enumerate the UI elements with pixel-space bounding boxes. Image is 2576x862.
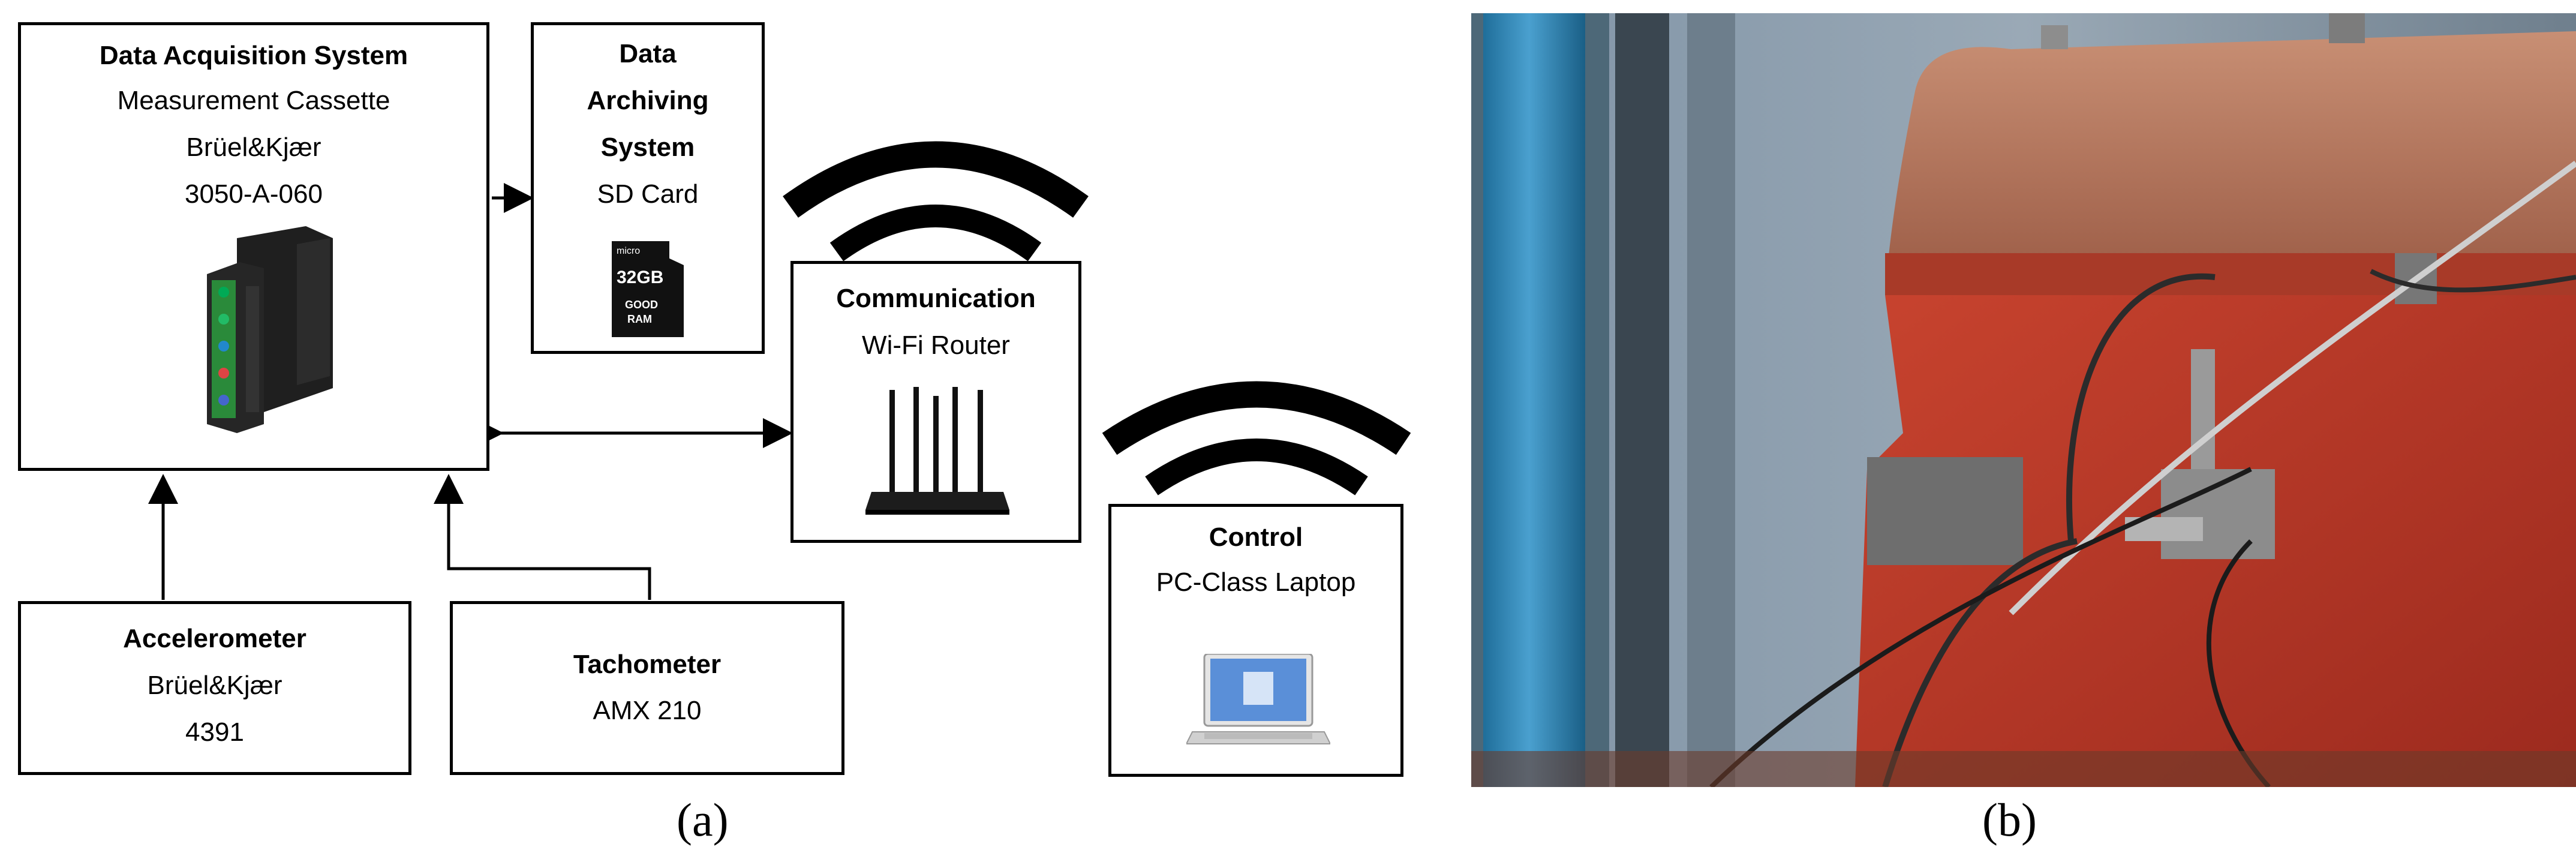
- accelerometer-box: Accelerometer Brüel&Kjær 4391: [18, 601, 411, 775]
- panel-b-label: (b): [1982, 794, 2037, 846]
- sd-card-brand-top: GOOD: [625, 299, 659, 311]
- panel-a-label: (a): [677, 794, 729, 846]
- sd-card-micro-text: micro: [617, 246, 641, 256]
- control-box: Control PC-Class Laptop: [1108, 504, 1403, 777]
- tachometer-box: Tachometer AMX 210: [450, 601, 844, 775]
- daq-box: Data Acquisition System Measurement Cass…: [18, 22, 489, 471]
- accelerometer-line2: 4391: [185, 717, 244, 747]
- tachometer-title: Tachometer: [573, 650, 722, 679]
- sd-card-brand-bottom: RAM: [627, 313, 652, 325]
- archiving-title-1: Data: [619, 39, 677, 68]
- wifi-signal-icon-laptop: [1102, 381, 1411, 495]
- wifi-router-icon: [865, 387, 1009, 515]
- communication-subtitle: Wi-Fi Router: [862, 331, 1010, 360]
- daq-line3: 3050-A-060: [185, 179, 323, 209]
- sd-card-icon: micro 32GB GOOD RAM: [612, 241, 684, 337]
- archiving-title-3: System: [600, 133, 695, 162]
- daq-line1: Measurement Cassette: [117, 86, 390, 115]
- archiving-subtitle: SD Card: [597, 179, 699, 209]
- archiving-title-2: Archiving: [587, 86, 709, 115]
- communication-title: Communication: [836, 284, 1036, 313]
- laptop-icon: [1186, 654, 1330, 744]
- arrow-tachometer-to-daq: [434, 474, 651, 600]
- sd-card-capacity: 32GB: [617, 268, 664, 287]
- control-title: Control: [1209, 522, 1303, 552]
- control-subtitle: PC-Class Laptop: [1156, 567, 1356, 597]
- engine-sensor-photo: [1471, 13, 2576, 787]
- wifi-signal-icon-router: [783, 141, 1089, 262]
- tachometer-line1: AMX 210: [593, 696, 702, 725]
- daq-title: Data Acquisition System: [99, 41, 408, 70]
- measurement-cassette-icon: [207, 226, 333, 433]
- communication-box: Communication Wi-Fi Router: [790, 261, 1081, 543]
- accelerometer-title: Accelerometer: [123, 624, 306, 653]
- archiving-box: Data Archiving System SD Card micro 32GB…: [531, 22, 765, 354]
- accelerometer-line1: Brüel&Kjær: [147, 671, 282, 700]
- daq-line2: Brüel&Kjær: [186, 133, 321, 162]
